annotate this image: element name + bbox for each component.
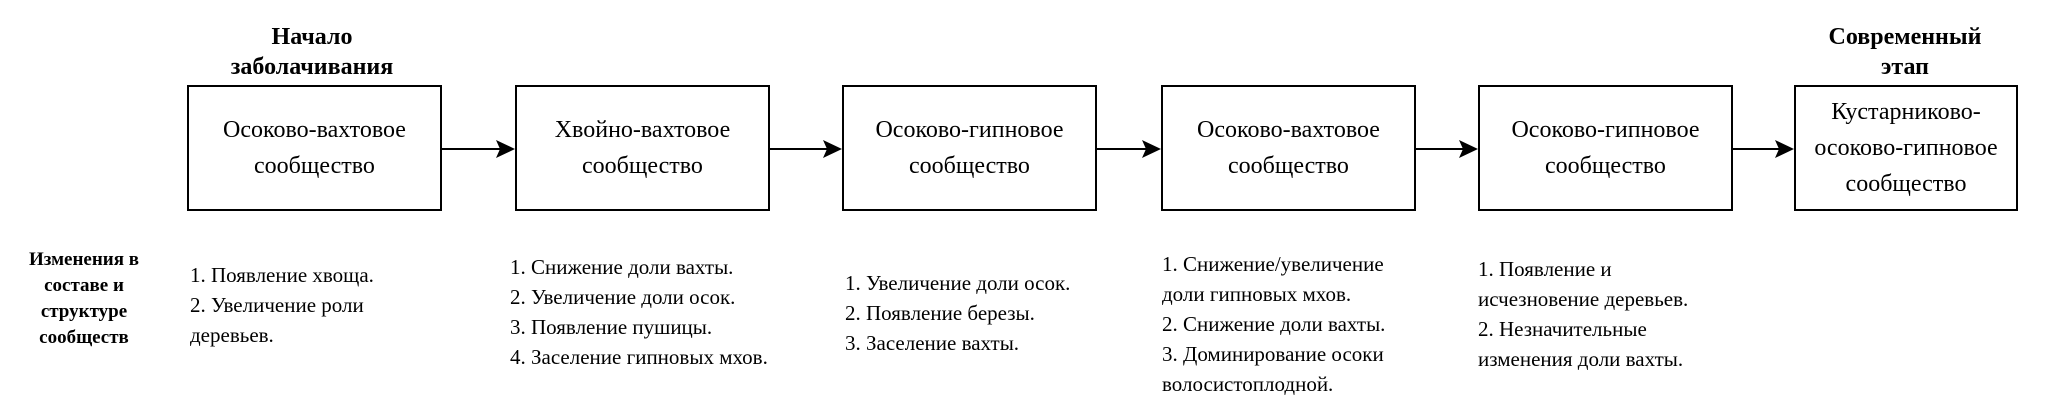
change-item: 2. Снижение доли вахты. [1162,312,1386,336]
changes-list-3: 1. Увеличение доли осок. 2. Появление бе… [845,268,1070,358]
arrowhead-5-6 [1775,140,1794,158]
stage-box-2: Хвойно-вахтовое сообщество [515,85,770,211]
stage-box-5: Осоково-гипновое сообщество [1478,85,1733,211]
changes-list-2: 1. Снижение доли вахты. 2. Увеличение до… [510,252,768,372]
stage-label-3: Осоково-гипновое сообщество [875,117,1064,179]
arrowhead-3-4 [1142,140,1161,158]
stage-label-5: Осоково-гипновое сообщество [1511,117,1700,179]
change-item: 1. Увеличение доли осок. [845,271,1071,295]
arrowhead-2-3 [823,140,842,158]
header-current: Современный этап [1828,24,1982,80]
arrowhead-1-2 [496,140,515,158]
change-item: 3. Заселение вахты. [845,331,1020,355]
change-item: изменения доли вахты. [1478,347,1684,371]
changes-list-4: 1. Снижение/увеличение доли гипновых мхо… [1162,249,1385,399]
changes-side-label: Изменения в составе и структуре сообщест… [28,249,140,348]
stage-box-3: Осоково-гипновое сообщество [842,85,1097,211]
stage-label-4: Осоково-вахтовое сообщество [1197,117,1380,179]
change-item: 2. Увеличение роли [190,293,364,317]
change-item: 2. Появление березы. [845,301,1035,325]
change-item: 1. Появление хвоща. [190,263,374,287]
change-item: 3. Доминирование осоки [1162,342,1384,366]
stage-box-6: Кустарниково- осоково-гипновое сообществ… [1794,85,2018,211]
change-item: 3. Появление пушицы. [510,315,713,339]
stage-label-1: Осоково-вахтовое сообщество [223,117,406,179]
change-item: 2. Увеличение доли осок. [510,285,736,309]
change-item: деревьев. [190,323,274,347]
change-item: 4. Заселение гипновых мхов. [510,345,768,369]
arrowhead-4-5 [1459,140,1478,158]
stage-label-6: Кустарниково- осоково-гипновое сообществ… [1814,99,1998,197]
header-start: Начало заболачивания [230,24,394,80]
changes-list-1: 1. Появление хвоща. 2. Увеличение роли д… [190,260,374,350]
stage-label-2: Хвойно-вахтовое сообщество [554,117,731,179]
changes-list-5: 1. Появление и исчезновение деревьев. 2.… [1478,254,1688,374]
change-item: доли гипновых мхов. [1162,282,1352,306]
change-item: 1. Появление и [1478,257,1612,281]
change-item: волосистоплодной. [1162,372,1334,396]
stage-box-1: Осоково-вахтовое сообщество [187,85,442,211]
stage-box-4: Осоково-вахтовое сообщество [1161,85,1416,211]
change-item: 1. Снижение/увеличение [1162,252,1384,276]
change-item: исчезновение деревьев. [1478,287,1689,311]
change-item: 2. Незначительные [1478,317,1647,341]
change-item: 1. Снижение доли вахты. [510,255,734,279]
